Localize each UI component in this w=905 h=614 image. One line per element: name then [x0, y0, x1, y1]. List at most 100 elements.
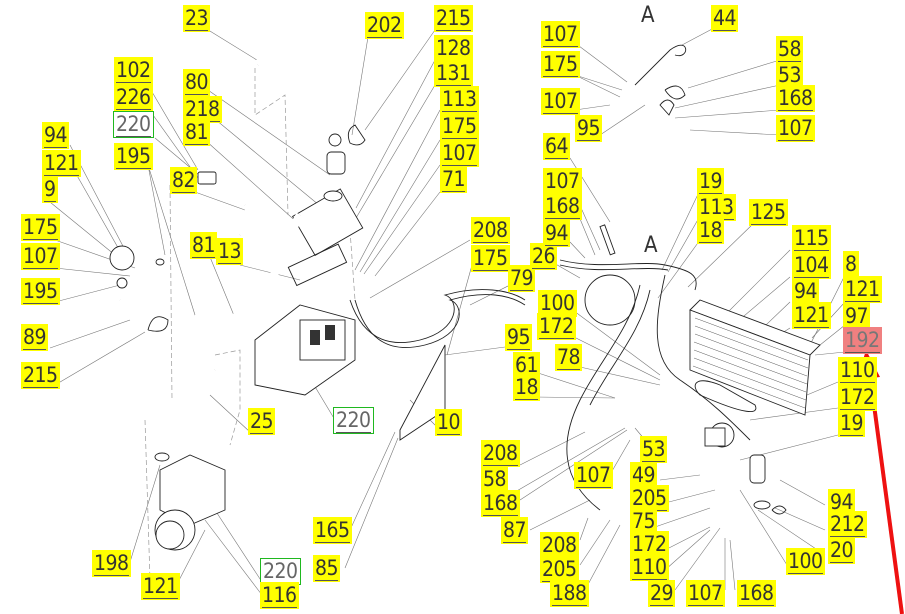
part-number-label[interactable]: 110: [838, 357, 877, 384]
part-number-label[interactable]: 215: [434, 5, 473, 32]
part-number-label[interactable]: 218: [183, 96, 222, 123]
part-number-label[interactable]: 168: [776, 85, 815, 112]
part-number-label[interactable]: 215: [21, 362, 60, 389]
part-number-label[interactable]: 128: [434, 35, 473, 62]
part-number-label[interactable]: 208: [471, 217, 510, 244]
part-number-label[interactable]: 116: [260, 582, 299, 609]
part-number-label[interactable]: 94: [543, 220, 571, 247]
part-number-text: 220: [116, 112, 151, 137]
part-number-label[interactable]: 23: [183, 5, 211, 32]
part-number-label[interactable]: 107: [543, 168, 582, 195]
part-number-label[interactable]: 19: [697, 168, 725, 195]
part-number-label[interactable]: 81: [183, 119, 211, 146]
part-number-label[interactable]: 29: [648, 580, 676, 607]
part-number-label[interactable]: 18: [697, 217, 725, 244]
part-number-label[interactable]: 198: [92, 550, 131, 577]
part-number-label[interactable]: 102: [114, 57, 153, 84]
part-number-label[interactable]: 94: [42, 122, 70, 149]
part-number-label[interactable]: 94: [792, 278, 820, 305]
part-number-label[interactable]: 95: [575, 115, 603, 142]
part-number-label[interactable]: 100: [538, 290, 577, 317]
part-number-label[interactable]: 107: [776, 115, 815, 142]
part-number-label[interactable]: 208: [481, 440, 520, 467]
part-number-label[interactable]: 95: [505, 324, 533, 351]
part-number-label[interactable]: 25: [248, 408, 276, 435]
part-number-label[interactable]: 165: [313, 517, 352, 544]
part-number-label[interactable]: 195: [114, 143, 153, 170]
part-number-label[interactable]: 53: [776, 62, 804, 89]
part-number-label[interactable]: 172: [537, 313, 576, 340]
part-number-label[interactable]: 121: [42, 150, 81, 177]
part-number-label[interactable]: 202: [365, 12, 404, 39]
part-number-label[interactable]: 113: [697, 194, 736, 221]
part-number-text: 128: [436, 36, 471, 61]
part-number-label[interactable]: 168: [481, 490, 520, 517]
part-number-label[interactable]: 75: [630, 508, 658, 535]
part-number-label[interactable]: 85: [313, 555, 341, 582]
part-number-label[interactable]: 110: [630, 554, 669, 581]
part-number-label[interactable]: 107: [541, 88, 580, 115]
part-number-label[interactable]: 26: [530, 243, 558, 270]
part-number-label[interactable]: 13: [216, 238, 244, 265]
part-number-label[interactable]: 78: [555, 344, 583, 371]
part-number-label[interactable]: 131: [434, 60, 473, 87]
part-number-label[interactable]: 87: [501, 517, 529, 544]
part-number-label[interactable]: 168: [543, 193, 582, 220]
part-number-label[interactable]: 107: [440, 140, 479, 167]
part-number-label[interactable]: 125: [749, 199, 788, 226]
part-number-label[interactable]: 104: [792, 252, 831, 279]
part-number-label[interactable]: 53: [640, 436, 668, 463]
part-number-label[interactable]: 107: [541, 21, 580, 48]
part-number-label[interactable]: 97: [843, 303, 871, 330]
part-number-label[interactable]: 107: [21, 243, 60, 270]
part-number-label[interactable]: 10: [435, 409, 463, 436]
part-number-label[interactable]: 18: [513, 374, 541, 401]
part-number-label[interactable]: 44: [711, 5, 739, 32]
part-number-label[interactable]: 172: [838, 384, 877, 411]
part-number-label[interactable]: 80: [183, 69, 211, 96]
part-number-label[interactable]: 8: [843, 251, 859, 278]
part-number-label[interactable]: 175: [541, 51, 580, 78]
reference-box-label[interactable]: 220: [333, 407, 374, 434]
part-number-label[interactable]: 205: [540, 556, 579, 583]
part-number-text: 25: [250, 409, 274, 434]
part-number-label[interactable]: 58: [481, 466, 509, 493]
part-number-text: 107: [543, 89, 578, 114]
part-number-label[interactable]: 121: [141, 573, 180, 600]
part-number-label[interactable]: 175: [21, 214, 60, 241]
part-number-label[interactable]: 121: [792, 302, 831, 329]
reference-box-label[interactable]: 220: [113, 111, 154, 138]
part-number-label[interactable]: 205: [630, 485, 669, 512]
part-number-label[interactable]: 212: [828, 511, 867, 538]
part-number-label[interactable]: 107: [686, 580, 725, 607]
part-number-label[interactable]: 20: [828, 537, 856, 564]
part-number-label[interactable]: 89: [21, 324, 49, 351]
part-number-label[interactable]: 175: [440, 113, 479, 140]
part-number-label[interactable]: 81: [190, 232, 218, 259]
part-number-label[interactable]: 188: [550, 580, 589, 607]
part-number-label[interactable]: 168: [737, 580, 776, 607]
part-number-label[interactable]: 113: [440, 86, 479, 113]
reference-box-label[interactable]: 220: [260, 558, 301, 585]
part-number-label[interactable]: 82: [170, 167, 198, 194]
part-number-label[interactable]: 58: [776, 36, 804, 63]
part-number-label[interactable]: 172: [630, 531, 669, 558]
selected-part-label[interactable]: 192: [843, 327, 882, 354]
part-number-label[interactable]: 49: [630, 462, 658, 489]
part-number-label[interactable]: 226: [114, 84, 153, 111]
part-number-text: 188: [552, 581, 587, 606]
part-number-label[interactable]: 79: [508, 265, 536, 292]
part-number-label[interactable]: 107: [574, 462, 613, 489]
part-number-label[interactable]: 121: [843, 276, 882, 303]
part-number-label[interactable]: 19: [838, 410, 866, 437]
part-number-label[interactable]: 64: [543, 133, 571, 160]
part-number-label[interactable]: 208: [540, 532, 579, 559]
part-number-label[interactable]: 100: [786, 548, 825, 575]
part-number-label[interactable]: 71: [440, 166, 468, 193]
part-number-label[interactable]: 9: [42, 176, 58, 203]
part-number-text: 78: [557, 345, 581, 370]
part-number-label[interactable]: 175: [471, 245, 510, 272]
part-number-label[interactable]: 115: [792, 225, 831, 252]
part-number-label[interactable]: 195: [21, 278, 60, 305]
part-number-text: 81: [185, 120, 209, 145]
